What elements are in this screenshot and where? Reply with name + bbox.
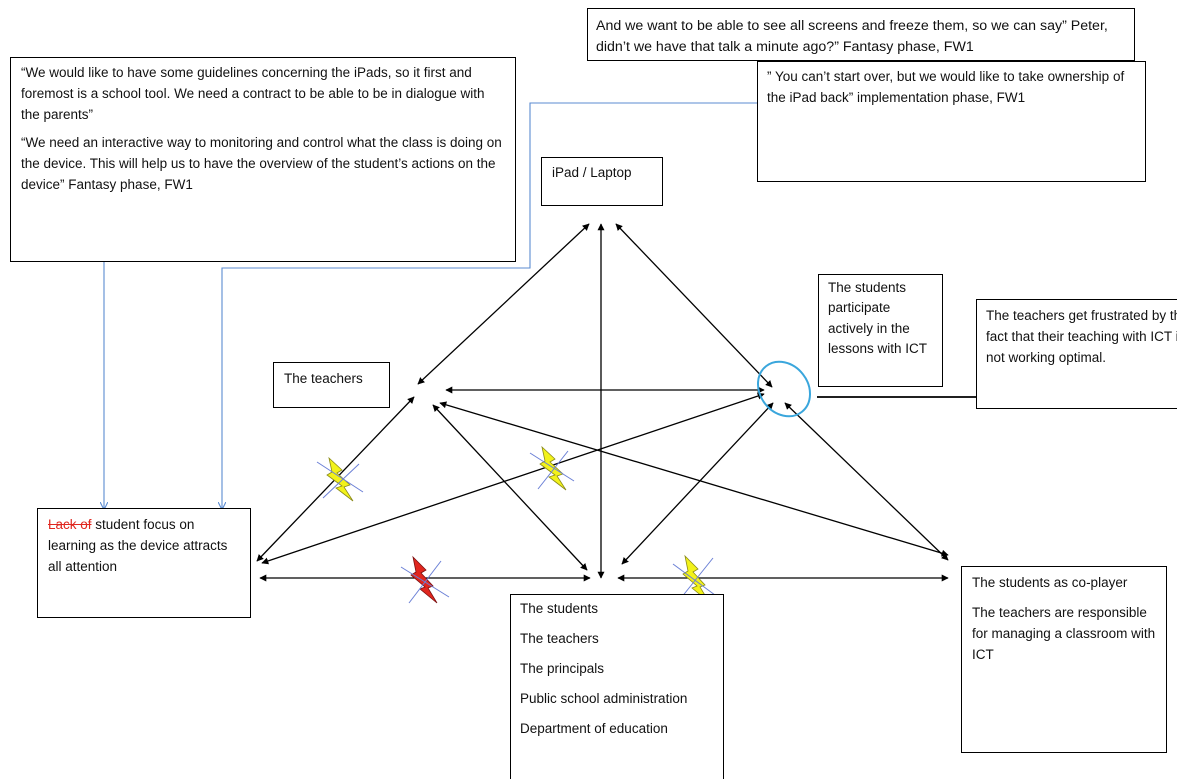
outcome-label: The students participate actively in the… [828, 280, 928, 356]
subject-box: The teachers [273, 362, 390, 408]
quote-box-guidelines: “We would like to have some guidelines c… [10, 57, 516, 262]
quote-freeze: And we want to be able to see all screen… [596, 18, 1108, 55]
quote-guidelines: “We would like to have some guidelines c… [21, 65, 485, 122]
division-label: The teachers are responsible for managin… [972, 604, 1156, 662]
quote-monitoring: “We need an interactive way to monitorin… [21, 134, 502, 192]
lightning-icon [316, 456, 364, 502]
object-box: Lack of student focus on learning as the… [37, 508, 251, 618]
subject-label: The teachers [284, 371, 363, 386]
arrow-tool-outcome [615, 223, 773, 388]
community-item: Public school administration [520, 690, 688, 706]
object-label: student focus on learning as the device … [48, 517, 228, 574]
arrow-outcome-community [621, 402, 774, 565]
community-item: The students [520, 601, 599, 616]
quote-box-freeze: And we want to be able to see all screen… [587, 8, 1135, 61]
community-item: The teachers [520, 630, 599, 646]
community-box: The students The teachers The principals… [510, 594, 724, 779]
tool-label: iPad / Laptop [552, 165, 632, 180]
arrow-outcome-division [784, 402, 949, 561]
frustration-box: The teachers get frustrated by the fact … [976, 299, 1177, 409]
arrow-subject-division [439, 401, 949, 557]
quote-ownership: ” You can’t start over, but we would lik… [767, 69, 1125, 105]
division-title: The students as co-player [972, 575, 1128, 590]
lightning-icon [400, 555, 450, 604]
community-item: Department of education [520, 720, 668, 736]
object-struck-text: Lack of [48, 517, 92, 532]
community-item: The principals [520, 660, 605, 676]
arrow-tool-subject [417, 223, 590, 385]
outcome-box: The students participate actively in the… [818, 274, 943, 387]
frustration-label: The teachers get frustrated by the fact … [986, 308, 1177, 365]
division-box: The students as co-player The teachers a… [961, 566, 1167, 753]
quote-box-ownership: ” You can’t start over, but we would lik… [757, 61, 1146, 182]
tool-box: iPad / Laptop [541, 157, 663, 206]
lightning-icon [529, 445, 575, 491]
outcome-ellipse [756, 360, 812, 418]
